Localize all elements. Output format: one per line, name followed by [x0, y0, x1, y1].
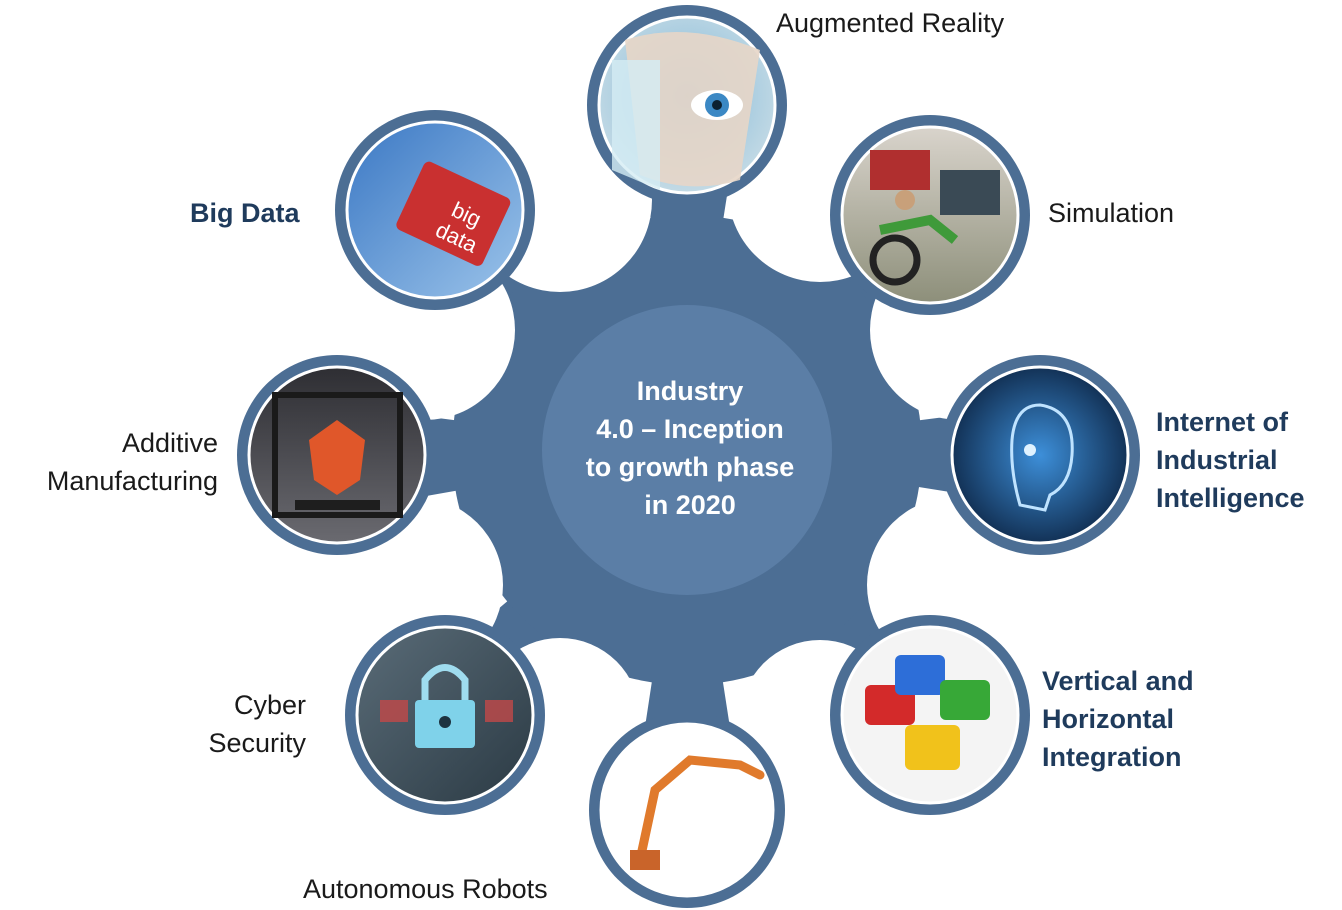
- label-big-data-line-1: Big Data: [190, 198, 300, 228]
- label-augmented-reality: Augmented Reality: [776, 4, 1004, 42]
- label-vhi-line-1: Vertical and: [1042, 666, 1194, 696]
- eye-visor-icon: [597, 15, 777, 195]
- label-big-data: Big Data: [190, 194, 300, 232]
- puzzle-pieces-icon: [840, 625, 1020, 805]
- center-disc: [542, 305, 832, 595]
- center-line-3: to growth phase: [585, 452, 795, 482]
- digital-head-icon: [950, 365, 1130, 545]
- center-line-1: Industry: [636, 376, 744, 406]
- label-vhi-line-3: Integration: [1042, 742, 1182, 772]
- label-autonomous-robots: Autonomous Robots: [303, 870, 548, 908]
- center-line-2: 4.0 – Inception: [596, 414, 784, 444]
- label-augmented-reality-line-1: Augmented Reality: [776, 8, 1005, 38]
- hub-center-text: Industry 4.0 – Inception to growth phase…: [545, 372, 835, 524]
- motorbike-simulator-icon: [840, 125, 1020, 305]
- 3d-printer-icon: [247, 365, 427, 545]
- robot-arm-icon: [599, 722, 775, 898]
- label-iot-line-2: Industrial: [1156, 445, 1278, 475]
- label-cyber-security-line-1: Cyber: [233, 690, 306, 720]
- label-iot-line-1: Internet of: [1156, 407, 1288, 437]
- label-internet-of-industrial-intelligence: Internet of Industrial Intelligence: [1156, 403, 1305, 517]
- label-cyber-security-line-2: Security: [208, 728, 306, 758]
- label-cyber-security: Cyber Security: [190, 686, 306, 762]
- label-vertical-horizontal-integration: Vertical and Horizontal Integration: [1042, 662, 1194, 776]
- label-simulation-line-1: Simulation: [1048, 198, 1175, 228]
- label-additive-manufacturing: Additive Manufacturing: [12, 424, 218, 500]
- center-line-4: in 2020: [644, 490, 736, 520]
- label-additive-manufacturing-line-2: Manufacturing: [46, 466, 218, 496]
- label-vhi-line-2: Horizontal: [1042, 704, 1174, 734]
- label-iot-line-3: Intelligence: [1156, 483, 1305, 513]
- big-data-key-icon: big data: [345, 120, 525, 300]
- label-autonomous-robots-line-1: Autonomous Robots: [303, 874, 548, 904]
- padlock-icon: [355, 625, 535, 805]
- label-simulation: Simulation: [1048, 194, 1174, 232]
- label-additive-manufacturing-line-1: Additive: [121, 428, 218, 458]
